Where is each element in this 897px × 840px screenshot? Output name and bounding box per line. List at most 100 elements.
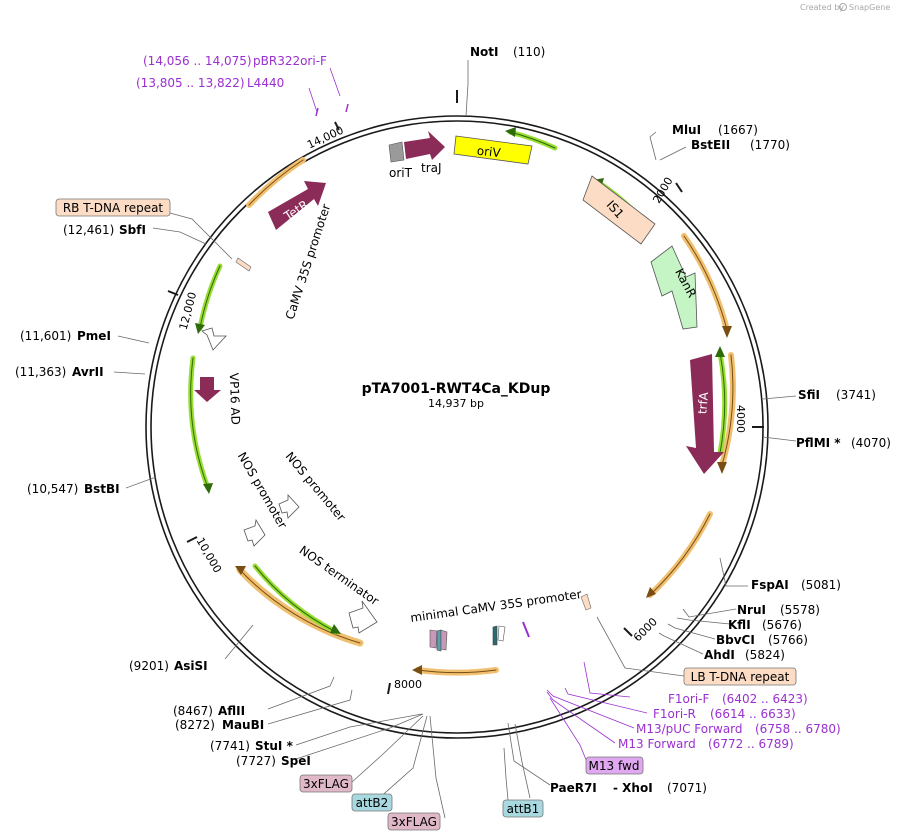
primer-pbr322ori-f-pos: (14,056 .. 14,075) (143, 54, 252, 68)
plasmid-length: 14,937 bp (428, 397, 484, 410)
boxed-labels: RB T-DNA repeat LB T-DNA repeat M13 fwd … (55, 198, 797, 831)
trfa-arrow (686, 354, 724, 474)
primer-l4440-pos: (13,805 .. 13,822) (136, 76, 245, 90)
site-aflii-name: AflII (218, 704, 245, 718)
site-nrui-name: NruI (737, 603, 766, 617)
site-noti-name: NotI (470, 45, 499, 59)
site-ahdi-name: AhdI (704, 648, 735, 662)
site-mlui-name: MluI (672, 123, 701, 137)
site-aflii-pos: (8467) (173, 704, 213, 718)
site-maubi-pos: (8272) (175, 718, 215, 732)
scale-ticks (167, 90, 764, 695)
lb-tdna-repeat-label: LB T-DNA repeat (691, 670, 790, 684)
site-pflmi-name: PflMI * (796, 436, 841, 450)
traj-arrow (404, 131, 445, 160)
site-bsteii-pos: (1770) (750, 138, 790, 152)
rb-tdna-repeat-label: RB T-DNA repeat (63, 201, 164, 215)
site-fspai-pos: (5081) (801, 578, 841, 592)
site-pmei-name: PmeI (77, 329, 111, 343)
nos-terminator-arrow (348, 600, 378, 634)
site-avrii-name: AvrII (72, 365, 104, 379)
primer-f1ori-r-pos: (6614 .. 6633) (710, 707, 796, 721)
tick-4000: 4000 (734, 405, 747, 433)
camv-35s-promoter-arrow (201, 327, 227, 351)
primer-l4440-name: L4440 (247, 76, 284, 90)
primer-m13-puc-forward-pos: (6758 .. 6780) (755, 722, 841, 736)
site-sfii-pos: (3741) (836, 388, 876, 402)
orit-label: oriT (389, 166, 413, 180)
rb-repeat-marker (235, 257, 252, 272)
primer-pbr322ori-f-name: pBR322ori-F (253, 54, 327, 68)
credit-brand: SnapGene (849, 3, 890, 12)
orange-arc-heads (235, 326, 732, 675)
site-nrui-pos: (5578) (780, 603, 820, 617)
attb1-label: attB1 (507, 802, 540, 816)
backbone (145, 115, 769, 739)
site-bstbi-name: BstBI (84, 482, 120, 496)
site-xhoi-pos: (7071) (667, 781, 707, 795)
site-bbvci-name: BbvCI (716, 633, 755, 647)
3xflag-label-2: 3xFLAG (391, 815, 437, 829)
primer-m13-forward-name: M13 Forward (618, 737, 696, 751)
primer-f1ori-r-name: F1ori-R (653, 707, 696, 721)
orit-arrow (388, 141, 405, 163)
site-sbfi-pos: (12,461) (63, 223, 114, 237)
vp16-ad-label: VP16 AD (227, 373, 243, 425)
tick-8000: 8000 (394, 678, 422, 691)
oriv-label: oriV (476, 144, 502, 160)
site-fspai-name: FspAI (751, 578, 789, 592)
tick-6000: 6000 (631, 615, 660, 644)
site-asisi-name: AsiSI (174, 659, 208, 673)
site-ahdi-pos: (5824) (745, 648, 785, 662)
leader-lines (113, 60, 797, 819)
plasmid-name: pTA7001-RWT4Ca_KDup (362, 381, 551, 397)
oriv-arrow (453, 135, 533, 165)
kanr-arrow (650, 245, 698, 330)
m13-fwd-label: M13 fwd (589, 759, 640, 773)
orange-arcs (236, 157, 736, 676)
gateway-cassette-markers (315, 103, 592, 652)
tetr-arrow (268, 181, 326, 230)
nos-terminator-label: NOS terminator (297, 543, 382, 608)
nos-promoter-arrow-2 (278, 493, 300, 519)
site-maubi-name: MauBI (222, 718, 264, 732)
site-kfli-pos: (5676) (762, 618, 802, 632)
tick-14000: 14,000 (305, 124, 345, 152)
site-noti-pos: (110) (513, 45, 545, 59)
site-sfii-name: SfiI (798, 388, 820, 402)
site-pflmi-pos: (4070) (851, 436, 891, 450)
minimal-camv-35s-promoter-label: minimal CaMV 35S promoter (409, 587, 582, 625)
site-bbvci-pos: (5766) (768, 633, 808, 647)
tick-10000: 10,000 (194, 535, 225, 575)
site-xhoi-name: - XhoI (613, 781, 653, 795)
site-kfli-name: KflI (728, 618, 751, 632)
is1-arrow (582, 175, 656, 245)
attb2-label: attB2 (356, 796, 389, 810)
site-bstbi-pos: (10,547) (27, 482, 78, 496)
trfa-label: trfA (695, 391, 711, 415)
nos-promoter-arrow-1 (243, 518, 266, 547)
site-spei-pos: (7727) (236, 754, 276, 768)
site-asisi-pos: (9201) (129, 659, 169, 673)
primers: pBR322ori-F (14,056 .. 14,075) L4440 (13… (136, 54, 841, 751)
site-mlui-pos: (1667) (718, 123, 758, 137)
primer-f1ori-f-name: F1ori-F (668, 692, 709, 706)
site-avrii-pos: (11,363) (15, 365, 66, 379)
primer-f1ori-f-pos: (6402 .. 6423) (722, 692, 808, 706)
snapgene-logo-icon (839, 3, 847, 11)
traj-label: traJ (421, 161, 442, 175)
site-bsteii-name: BstEII (691, 138, 730, 152)
vp16-ad-arrow (194, 377, 221, 402)
3xflag-label-1: 3xFLAG (303, 777, 349, 791)
primer-m13-forward-pos: (6772 .. 6789) (708, 737, 794, 751)
site-pmei-pos: (11,601) (20, 329, 71, 343)
site-stui-name: StuI * (255, 739, 294, 753)
primer-m13-puc-forward-name: M13/pUC Forward (636, 722, 743, 736)
site-stui-pos: (7741) (210, 739, 250, 753)
credit-prefix: Created by (800, 3, 844, 12)
site-spei-name: SpeI (281, 754, 311, 768)
restriction-sites: NotI (110) MluI (1667) BstEII (1770) Sfi… (15, 45, 891, 795)
site-sbfi-name: SbfI (119, 223, 146, 237)
site-paer7i-name: PaeR7I (550, 781, 597, 795)
